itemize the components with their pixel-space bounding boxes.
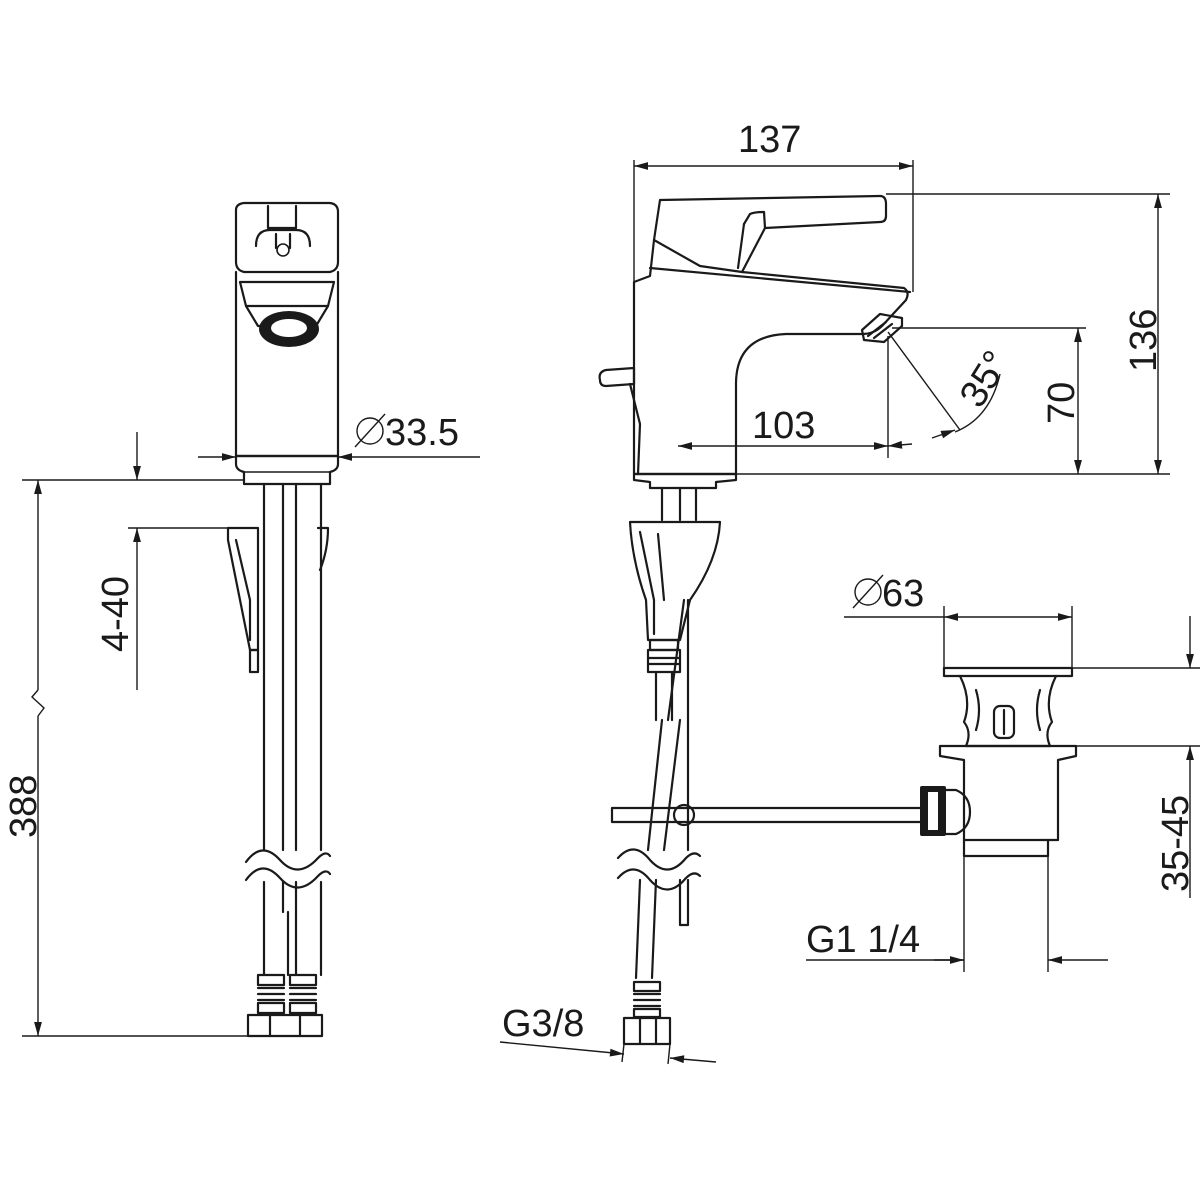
waste-body [920,666,1078,858]
front-hoses [226,482,332,977]
label-overall-width: 137 [738,119,801,161]
dim-waste-thread: G1 1/4 [806,856,1108,972]
label-hose-length: 388 [3,775,45,838]
label-body-diameter: 33.5 [385,412,459,454]
dim-hose-thread: G3/8 [499,1003,717,1065]
label-waste-range: 35-45 [1155,795,1197,892]
side-view: 137 136 70 103 [499,119,1170,1065]
dim-waste-range: 35-45 [1072,616,1200,898]
dim-deck-thickness: 4-40 [22,432,244,690]
label-overall-height: 136 [1123,309,1165,372]
dim-hose-length: 388 [3,480,248,1037]
dim-body-diameter: 33.5 [198,412,480,461]
dim-spout-height: 70 [892,327,1086,474]
label-hose-thread: G3/8 [502,1003,584,1045]
side-body [598,238,912,490]
label-waste-thread: G1 1/4 [806,919,920,961]
dim-spray-angle: 35° [887,331,1018,449]
label-spray-angle: 35° [952,344,1018,415]
side-lever [652,194,888,274]
dim-overall-height: 136 [716,193,1170,475]
front-body [234,270,340,486]
front-view: 33.5 4-40 388 [3,201,480,1038]
dim-spout-reach: 103 [678,336,889,458]
dim-overall-width: 137 [633,119,914,474]
dim-waste-diameter: 63 [844,573,1073,668]
label-spout-reach: 103 [752,405,815,447]
side-pull-rod [610,803,922,827]
label-waste-diameter: 63 [882,573,924,615]
front-hose-nuts [246,973,324,1038]
label-spout-height: 70 [1041,382,1083,424]
side-shank [628,486,722,722]
front-handle [234,201,340,274]
label-deck-thickness: 4-40 [95,576,137,652]
waste-view: 63 G1 1/4 35-45 [806,573,1200,972]
